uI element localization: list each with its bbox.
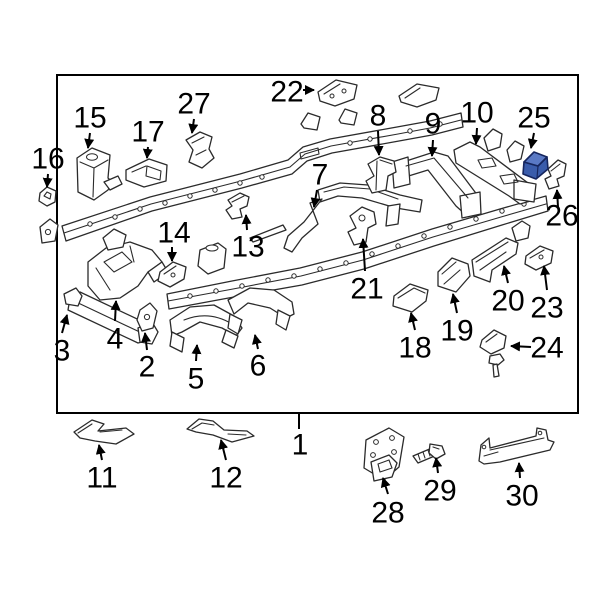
part-24-shape bbox=[479, 329, 507, 378]
callout-21-label: 21 bbox=[350, 273, 383, 306]
part-18-shape bbox=[392, 283, 429, 313]
part-6-shape bbox=[227, 287, 295, 335]
callout-10-label: 10 bbox=[460, 97, 493, 130]
part-20-shape bbox=[471, 237, 519, 283]
part-19-shape bbox=[437, 257, 471, 293]
part-25-highlighted-shape[interactable] bbox=[522, 151, 549, 180]
callout-27-label: 27 bbox=[177, 88, 210, 121]
callout-22-label: 22 bbox=[270, 76, 303, 109]
part-28-shape bbox=[363, 427, 405, 482]
callout-28-arrow bbox=[380, 477, 391, 495]
callout-25-arrow bbox=[527, 132, 538, 149]
part-14-shape bbox=[157, 261, 187, 288]
callout-30-arrow bbox=[514, 462, 525, 479]
callout-8-arrow bbox=[373, 130, 384, 156]
callout-7-label: 7 bbox=[312, 159, 329, 192]
callout-26-label: 26 bbox=[545, 200, 578, 233]
callout-9-label: 9 bbox=[425, 108, 442, 141]
part-27-shape bbox=[185, 131, 215, 169]
part-11-shape bbox=[73, 419, 135, 445]
callout-15-label: 15 bbox=[73, 102, 106, 135]
part-5-shape bbox=[169, 304, 243, 353]
part-29-shape bbox=[412, 443, 446, 464]
part-30-shape bbox=[478, 427, 555, 465]
callout-23-label: 23 bbox=[530, 292, 563, 325]
part-22-shape bbox=[317, 79, 358, 107]
callout-6-arrow bbox=[251, 334, 262, 350]
callout-12-arrow bbox=[218, 439, 229, 461]
callout-26-arrow bbox=[552, 189, 563, 208]
part-17-shape bbox=[125, 158, 168, 188]
part-16-shape bbox=[38, 186, 57, 207]
callout-24-label: 24 bbox=[530, 332, 563, 365]
part-2-shape bbox=[136, 302, 158, 332]
callout-18-arrow bbox=[408, 312, 418, 331]
callout-9-arrow bbox=[427, 139, 438, 157]
callout-11-arrow bbox=[95, 444, 106, 461]
callout-30-label: 30 bbox=[505, 480, 538, 513]
callout-3-label: 3 bbox=[54, 335, 71, 368]
callout-16-label: 16 bbox=[31, 143, 64, 176]
callout-4-arrow bbox=[110, 300, 121, 322]
callout-29-label: 29 bbox=[423, 475, 456, 508]
part-13-shape bbox=[225, 192, 287, 243]
part-8-shape bbox=[365, 156, 397, 194]
callout-14-label: 14 bbox=[157, 217, 190, 250]
callout-1-label: 1 bbox=[292, 429, 309, 462]
callout-6-label: 6 bbox=[250, 350, 267, 383]
callout-13-label: 13 bbox=[231, 231, 264, 264]
part-15-shape bbox=[76, 147, 123, 201]
callout-28-label: 28 bbox=[371, 497, 404, 530]
part-4-shape bbox=[87, 241, 169, 301]
callout-17-label: 17 bbox=[131, 116, 164, 149]
part-26-shape bbox=[544, 159, 567, 190]
callout-17-arrow bbox=[142, 146, 153, 159]
callout-13-arrow bbox=[241, 214, 252, 231]
callout-3-arrow bbox=[59, 314, 70, 334]
callout-4-label: 4 bbox=[107, 323, 124, 356]
callout-7-arrow bbox=[310, 189, 321, 208]
callout-19-arrow bbox=[449, 293, 460, 314]
callout-19-label: 19 bbox=[440, 315, 473, 348]
callout-2-label: 2 bbox=[139, 351, 156, 384]
callout-18-label: 18 bbox=[398, 332, 431, 365]
diagram-border-box bbox=[56, 74, 579, 414]
callout-15-arrow bbox=[84, 132, 95, 149]
callout-5-label: 5 bbox=[188, 363, 205, 396]
callout-27-arrow bbox=[188, 118, 199, 134]
frame-rail-far bbox=[61, 112, 464, 242]
callout-2-arrow bbox=[141, 332, 152, 351]
callout-8-label: 8 bbox=[370, 100, 387, 133]
callout-24-arrow bbox=[510, 341, 532, 352]
misc-clips bbox=[39, 83, 531, 275]
callout-21-arrow bbox=[358, 238, 369, 272]
callout-29-arrow bbox=[432, 457, 443, 474]
part-7-shape bbox=[283, 182, 423, 253]
callout-12-label: 12 bbox=[209, 462, 242, 495]
part-12-shape bbox=[186, 418, 255, 443]
callout-11-label: 11 bbox=[86, 462, 117, 495]
callout-25-label: 25 bbox=[517, 102, 550, 135]
part-21-shape bbox=[347, 206, 377, 246]
callout-10-arrow bbox=[471, 127, 482, 145]
callout-20-arrow bbox=[501, 265, 511, 284]
callout-16-arrow bbox=[42, 173, 53, 188]
callout-23-arrow bbox=[540, 265, 551, 291]
part-23-shape bbox=[524, 245, 554, 271]
callout-5-arrow bbox=[191, 344, 202, 362]
part-9-shape bbox=[391, 151, 482, 219]
callout-20-label: 20 bbox=[491, 285, 524, 318]
